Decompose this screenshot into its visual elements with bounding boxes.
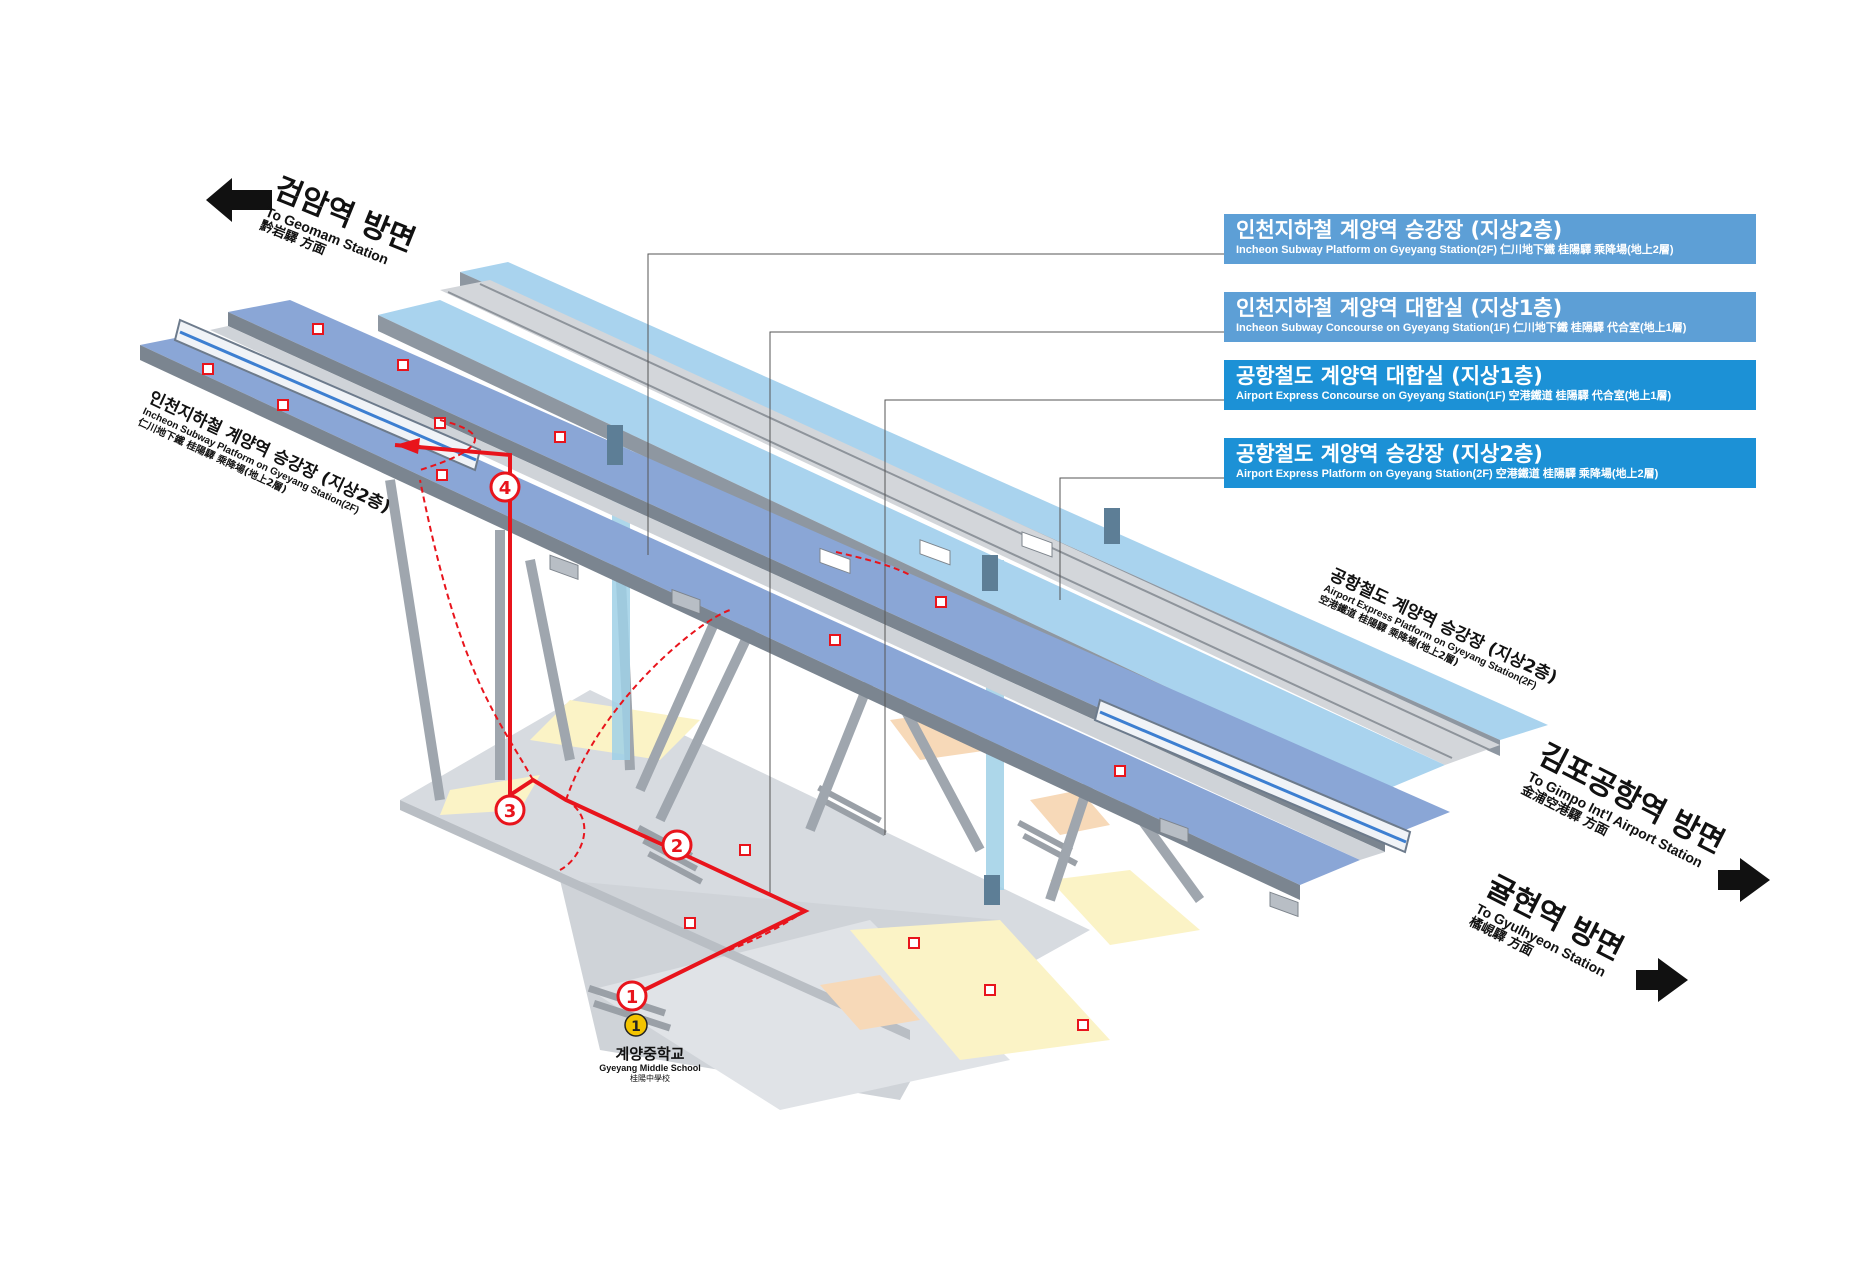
step-number: 2 <box>671 836 684 857</box>
legend-subtitle: Incheon Subway Concourse on Gyeyang Stat… <box>1236 322 1687 334</box>
train-airport <box>1093 698 1412 854</box>
legend-leader-lines <box>647 253 1224 893</box>
exit-name: 계양중학교 <box>615 1045 685 1063</box>
exit-hanja: 桂陽中學校 <box>630 1074 670 1083</box>
legend-subtitle: Airport Express Concourse on Gyeyang Sta… <box>1236 390 1672 402</box>
step-marker-4 <box>489 471 521 503</box>
step-number: 4 <box>499 478 512 499</box>
track-incheon <box>210 326 1385 860</box>
step-marker-3 <box>494 794 526 826</box>
legend-subtitle: Airport Express Platform on Gyeyang Stat… <box>1236 468 1659 480</box>
legend-title: 인천지하철 계양역 승강장 (지상2층) <box>1236 218 1563 242</box>
exit-number-badge: 1 <box>624 1013 648 1037</box>
exit-route <box>394 419 911 998</box>
arrow-right-icon <box>1718 858 1770 902</box>
station-name-boards <box>202 323 1126 1031</box>
exit-english: Gyeyang Middle School <box>599 1063 701 1073</box>
elevator-towers <box>607 425 1120 905</box>
exit-1-label: 계양중학교 Gyeyang Middle School 桂陽中學校 <box>570 1045 730 1084</box>
svg-text:1: 1 <box>631 1019 641 1035</box>
platform-structures <box>549 531 1299 918</box>
legend-title: 공항철도 계양역 대합실 (지상1층) <box>1236 364 1543 388</box>
train-incheon <box>173 318 482 472</box>
legend-incheon-concourse: 인천지하철 계양역 대합실 (지상1층) Incheon Subway Conc… <box>1224 292 1756 342</box>
route-step-markers: 1 2 3 4 <box>489 471 693 1012</box>
arrow-left-icon <box>206 178 272 222</box>
legend-incheon-platform: 인천지하철 계양역 승강장 (지상2층) Incheon Subway Plat… <box>1224 214 1756 264</box>
step-marker-2 <box>661 829 693 861</box>
legend-airport-platform: 공항철도 계양역 승강장 (지상2층) Airport Express Plat… <box>1224 438 1756 488</box>
step-number: 1 <box>626 987 639 1008</box>
step-number: 3 <box>504 801 517 822</box>
legend-subtitle: Incheon Subway Platform on Gyeyang Stati… <box>1236 244 1674 256</box>
arrow-right-icon <box>1636 958 1688 1002</box>
legend-title: 공항철도 계양역 승강장 (지상2층) <box>1236 442 1543 466</box>
step-marker-1 <box>616 980 648 1012</box>
legend-airport-concourse: 공항철도 계양역 대합실 (지상1층) Airport Express Conc… <box>1224 360 1756 410</box>
legend-title: 인천지하철 계양역 대합실 (지상1층) <box>1236 296 1563 320</box>
